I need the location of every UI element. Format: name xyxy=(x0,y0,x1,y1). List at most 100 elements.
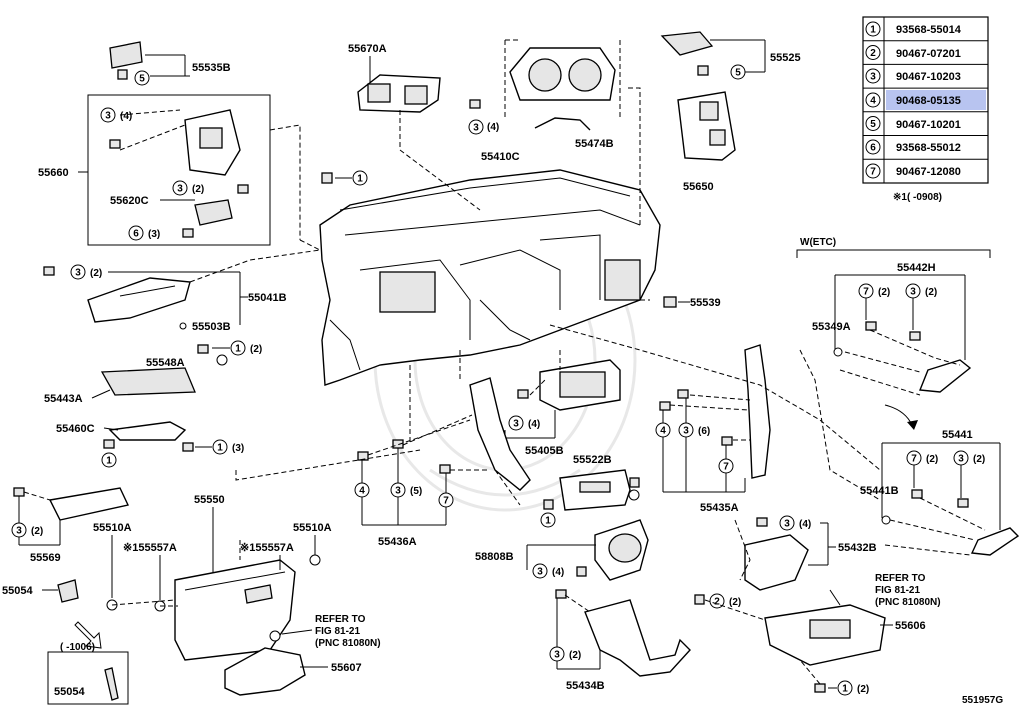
svg-text:3: 3 xyxy=(683,426,689,437)
inset-box-1006 xyxy=(47,651,129,705)
label-55607: 55607 xyxy=(331,662,362,674)
svg-text:3: 3 xyxy=(784,519,790,530)
part-55535B xyxy=(109,41,143,80)
svg-text:3: 3 xyxy=(958,454,964,465)
svg-text:(2): (2) xyxy=(857,684,869,695)
part-55606 xyxy=(764,604,886,666)
part-55432B xyxy=(744,534,809,591)
legend-highlight xyxy=(886,90,986,110)
figure-id: 551957G xyxy=(962,695,1003,706)
label-55442H: 55442H xyxy=(897,262,936,274)
svg-text:90467-12080: 90467-12080 xyxy=(896,166,961,178)
svg-text:3: 3 xyxy=(870,72,876,83)
svg-text:(2): (2) xyxy=(569,650,581,661)
svg-text:3: 3 xyxy=(16,526,22,537)
svg-text:(4): (4) xyxy=(487,122,499,133)
svg-text:2: 2 xyxy=(870,48,876,59)
svg-text:7: 7 xyxy=(863,287,869,298)
label-55620C: 55620C xyxy=(110,195,149,207)
svg-text:(4): (4) xyxy=(528,419,540,430)
svg-text:7: 7 xyxy=(443,496,449,507)
vent-55670A xyxy=(357,74,441,113)
label-55503B: 55503B xyxy=(192,321,231,333)
label-55539: 55539 xyxy=(690,297,721,309)
svg-text:(3): (3) xyxy=(232,443,244,454)
svg-text:1: 1 xyxy=(217,443,223,454)
group-box-55660 xyxy=(87,94,271,246)
label-55436A: 55436A xyxy=(378,536,417,548)
label-55441: 55441 xyxy=(942,429,973,441)
part-55405B xyxy=(539,359,621,411)
label-55670A: 55670A xyxy=(348,43,387,55)
svg-text:6: 6 xyxy=(133,229,139,240)
label-155557A-right: ※155557A xyxy=(240,542,294,554)
label-55054-inset: 55054 xyxy=(54,686,85,698)
arrow-icon xyxy=(74,621,102,649)
legend-table: 1 93568-55014 2 90467-07201 3 90467-1020… xyxy=(862,16,989,184)
label-55550: 55550 xyxy=(194,494,225,506)
svg-text:3: 3 xyxy=(554,650,560,661)
label-58808B: 58808B xyxy=(475,551,514,563)
svg-text:90468-05135: 90468-05135 xyxy=(896,95,961,107)
refer-b-line1: REFER TO xyxy=(875,573,926,584)
part-55041B xyxy=(87,277,191,323)
label-55041B: 55041B xyxy=(248,292,287,304)
svg-text:(6): (6) xyxy=(698,426,710,437)
svg-text:(5): (5) xyxy=(410,486,422,497)
trim-center-right xyxy=(744,344,771,479)
svg-text:93568-55014: 93568-55014 xyxy=(896,24,962,36)
svg-text:3: 3 xyxy=(395,486,401,497)
legend-row: 6 93568-55012 xyxy=(865,139,961,155)
part-55442H xyxy=(919,359,972,393)
label-55569: 55569 xyxy=(30,552,61,564)
svg-text:5: 5 xyxy=(735,68,741,79)
svg-text:7: 7 xyxy=(911,454,917,465)
svg-text:1: 1 xyxy=(842,684,848,695)
svg-text:(2): (2) xyxy=(90,268,102,279)
svg-text:4: 4 xyxy=(660,426,666,437)
label-55405B: 55405B xyxy=(525,445,564,457)
label-55432B: 55432B xyxy=(838,542,877,554)
trim-center-left xyxy=(469,377,531,491)
part-55569 xyxy=(48,487,130,521)
legend-row: 7 90467-12080 xyxy=(865,163,961,179)
refer-b-line3: (PNC 81080N) xyxy=(875,597,941,608)
svg-text:(2): (2) xyxy=(925,287,937,298)
svg-text:(2): (2) xyxy=(192,184,204,195)
part-55650 xyxy=(677,91,736,161)
legend-note: ※1( -0908) xyxy=(893,192,942,203)
label-55434B: 55434B xyxy=(566,680,605,692)
label-55606: 55606 xyxy=(895,620,926,632)
svg-text:3: 3 xyxy=(910,287,916,298)
svg-text:2: 2 xyxy=(714,597,720,608)
label-55650: 55650 xyxy=(683,181,714,193)
legend-row-highlighted: 4 90468-05135 xyxy=(865,92,961,108)
svg-text:(3): (3) xyxy=(148,229,160,240)
label-55522B: 55522B xyxy=(573,454,612,466)
legend-row: 2 90467-07201 xyxy=(865,45,961,60)
refer-a-line2: FIG 81-21 xyxy=(315,626,360,637)
svg-text:3: 3 xyxy=(537,567,543,578)
svg-text:(2): (2) xyxy=(250,344,262,355)
svg-text:90467-10201: 90467-10201 xyxy=(896,119,961,131)
svg-text:4: 4 xyxy=(870,96,876,107)
svg-text:4: 4 xyxy=(359,486,365,497)
svg-text:3: 3 xyxy=(513,419,519,430)
label-range-1006: ( -1006) xyxy=(60,642,95,653)
label-55548A: 55548A xyxy=(146,357,185,369)
svg-text:90467-07201: 90467-07201 xyxy=(896,48,961,60)
label-55660: 55660 xyxy=(38,167,69,179)
label-155557A-left: ※155557A xyxy=(123,542,177,554)
svg-text:5: 5 xyxy=(139,74,145,85)
label-55474B: 55474B xyxy=(575,138,614,150)
svg-text:3: 3 xyxy=(75,268,81,279)
svg-text:93568-55012: 93568-55012 xyxy=(896,142,961,154)
svg-text:1: 1 xyxy=(235,344,241,355)
label-55441B: 55441B xyxy=(860,485,899,497)
svg-text:90467-10203: 90467-10203 xyxy=(896,71,961,83)
part-55434B xyxy=(584,599,691,677)
svg-text:7: 7 xyxy=(870,167,876,178)
refer-b-line2: FIG 81-21 xyxy=(875,585,920,596)
part-58808B xyxy=(594,519,649,581)
